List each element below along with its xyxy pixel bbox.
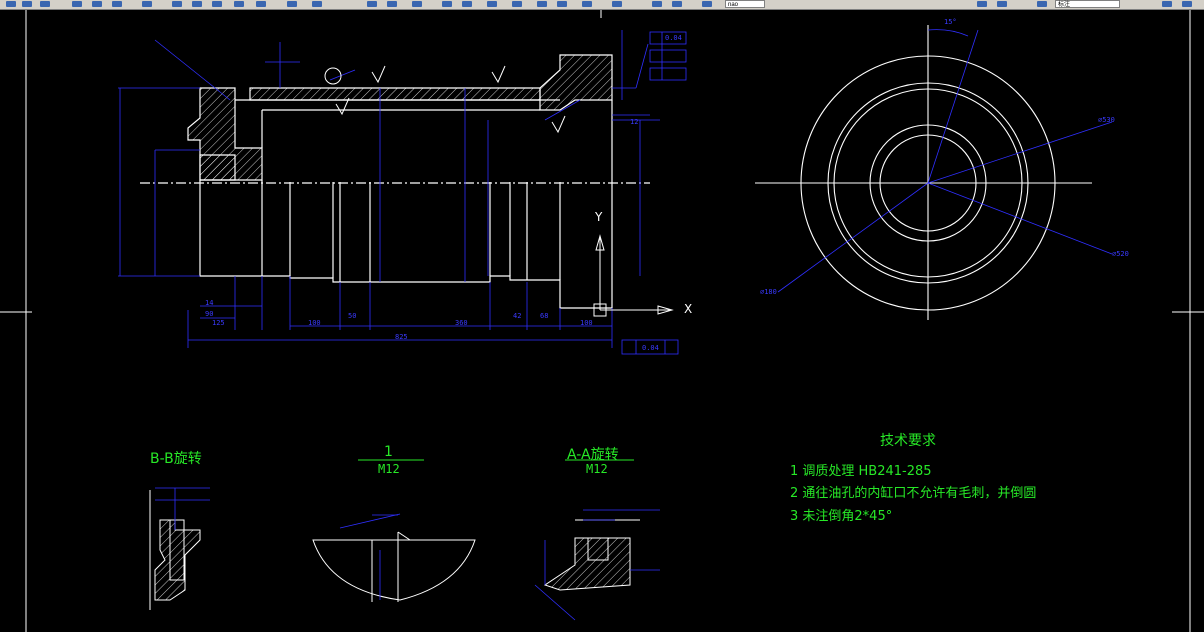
- dim-style-icon[interactable]: [1035, 0, 1049, 8]
- main-dimensions: [118, 30, 687, 355]
- open-icon[interactable]: [4, 0, 18, 8]
- pan-icon[interactable]: [310, 0, 324, 8]
- dim-text-90: 90: [205, 310, 214, 318]
- dim-text-14: 14: [205, 299, 214, 307]
- tech-line-1: 1 调质处理 HB241-285: [790, 464, 932, 479]
- layer-freeze-icon[interactable]: [670, 0, 684, 8]
- angle-dim: 15°: [944, 18, 957, 26]
- text-icon[interactable]: [460, 0, 474, 8]
- surface-marks: [324, 65, 566, 134]
- zoom-previous-icon[interactable]: [410, 0, 424, 8]
- y-axis-label: Y: [595, 210, 603, 224]
- layer-previous-icon[interactable]: [975, 0, 989, 8]
- circular-dimensions: [777, 29, 1113, 293]
- shaft-section: [140, 54, 650, 309]
- layer-state-icon[interactable]: [650, 0, 664, 8]
- dim-text-125: 125: [212, 319, 225, 327]
- aa-dimensions: [534, 509, 660, 621]
- make-current-icon[interactable]: [995, 0, 1009, 8]
- ortho-icon[interactable]: [254, 0, 268, 8]
- section-one-title: 1: [384, 444, 393, 460]
- layer-manager-icon[interactable]: [610, 0, 624, 8]
- drawing-frame: [0, 10, 1204, 632]
- tolerance-1: 0.04: [665, 34, 682, 42]
- tech-line-3: 3 未注倒角2*45°: [790, 509, 893, 524]
- zoom-realtime-icon[interactable]: [365, 0, 379, 8]
- design-center-icon[interactable]: [485, 0, 499, 8]
- section-one-thread: M12: [378, 462, 400, 476]
- calculator-icon[interactable]: [555, 0, 569, 8]
- table-style-icon[interactable]: [1180, 0, 1194, 8]
- tech-title: 技术要求: [880, 433, 936, 449]
- circular-view: [755, 25, 1092, 320]
- print-icon[interactable]: [38, 0, 52, 8]
- copy-icon[interactable]: [90, 0, 104, 8]
- markup-icon[interactable]: [580, 0, 594, 8]
- section-one: [312, 531, 476, 602]
- dim-text-360: 360: [455, 319, 468, 327]
- section-one-dimensions: [339, 513, 401, 600]
- sheet-set-icon[interactable]: [535, 0, 549, 8]
- link-icon[interactable]: [210, 0, 224, 8]
- ucs-icon: [593, 234, 674, 317]
- tech-line-2: 2 通往油孔的内缸口不允许有毛刺，并倒圆: [790, 486, 1037, 501]
- layer-lock-icon[interactable]: [700, 0, 714, 8]
- tolerance-2: 0.04: [642, 344, 659, 352]
- dim-text-100: 100: [308, 319, 321, 327]
- paste-icon[interactable]: [110, 0, 124, 8]
- drawing-canvas[interactable]: 100 50 360 42 68 100 825 14 125 90 12 0.…: [0, 10, 1204, 632]
- dim-text-825: 825: [395, 333, 408, 341]
- dim-text-42: 42: [513, 312, 522, 320]
- cut-icon[interactable]: [70, 0, 84, 8]
- zoom-window-icon[interactable]: [385, 0, 399, 8]
- bb-section-title: B-B旋转: [150, 451, 202, 467]
- x-axis-label: X: [684, 302, 693, 316]
- cad-toolbar: nao 标注: [0, 0, 1204, 10]
- drawing-svg: [0, 10, 1204, 632]
- save-icon[interactable]: [20, 0, 34, 8]
- help-icon[interactable]: [285, 0, 299, 8]
- dim-text-12: 12: [630, 118, 639, 126]
- aa-section: [543, 519, 640, 591]
- dim-text-100b: 100: [580, 319, 593, 327]
- layer-combo[interactable]: nao: [725, 0, 765, 8]
- undo-icon[interactable]: [170, 0, 184, 8]
- dim-style-combo[interactable]: 标注: [1055, 0, 1120, 8]
- circle-dim-520: ⌀520: [1112, 250, 1129, 258]
- tool-palette-icon[interactable]: [510, 0, 524, 8]
- snap-icon[interactable]: [232, 0, 246, 8]
- circle-dim-530: ⌀530: [1098, 116, 1115, 124]
- bb-dimensions: [155, 487, 210, 530]
- plot-style-icon[interactable]: [1160, 0, 1174, 8]
- aa-section-title: A-A旋转: [567, 447, 619, 463]
- dim-text-50: 50: [348, 312, 357, 320]
- dim-text-68: 68: [540, 312, 549, 320]
- properties-icon[interactable]: [440, 0, 454, 8]
- aa-section-thread: M12: [586, 462, 608, 476]
- match-icon[interactable]: [140, 0, 154, 8]
- circle-dim-180: ⌀180: [760, 288, 777, 296]
- redo-icon[interactable]: [190, 0, 204, 8]
